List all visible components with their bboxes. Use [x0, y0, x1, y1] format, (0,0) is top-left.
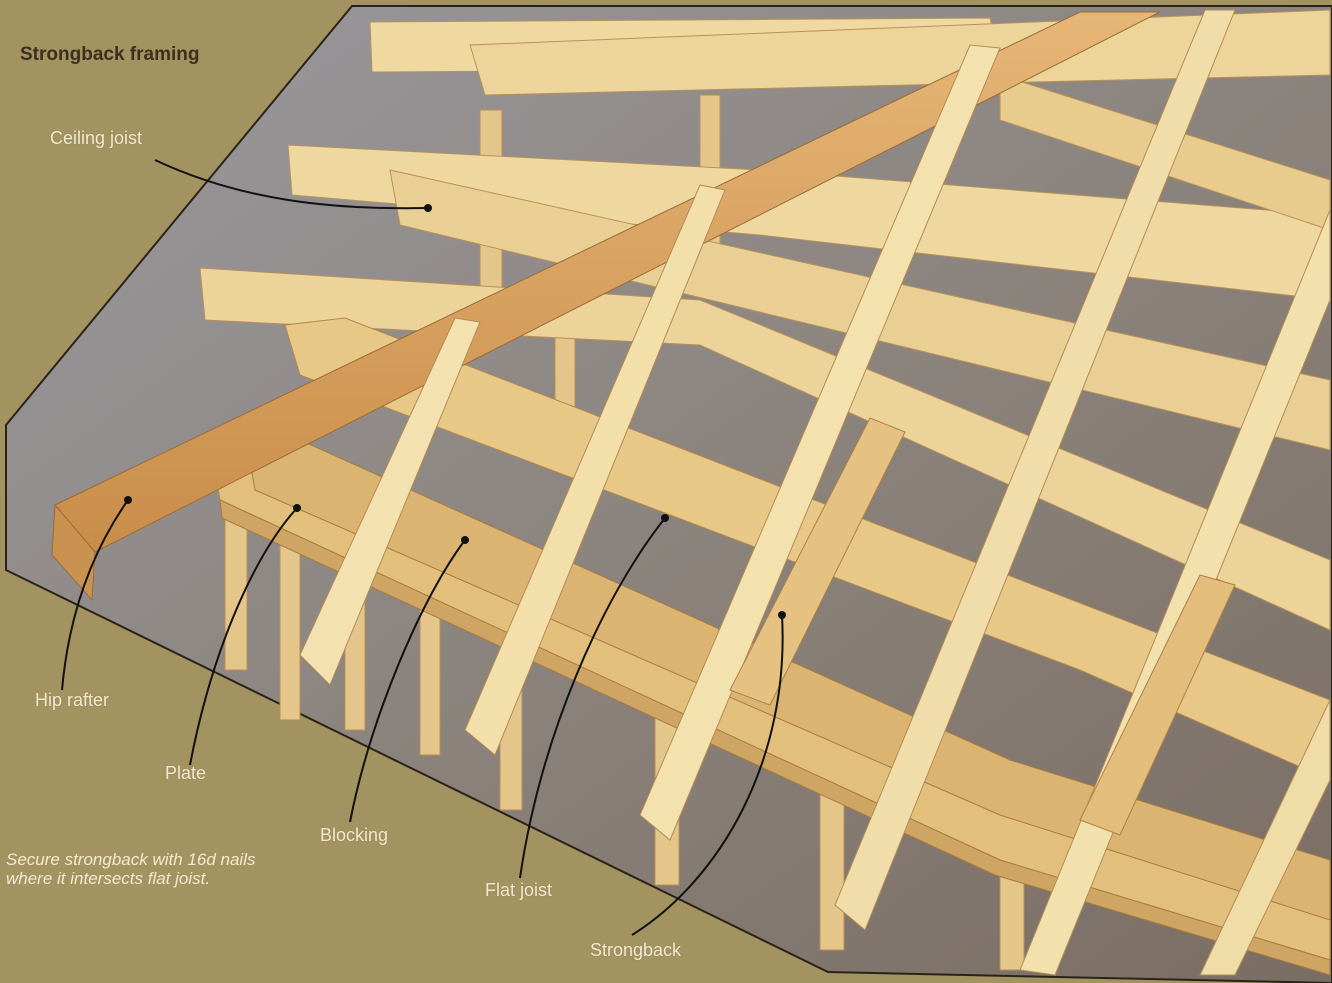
- leader-dot: [293, 504, 301, 512]
- instruction-note: Secure strongback with 16d nails where i…: [6, 850, 276, 888]
- label-strongback: Strongback: [590, 940, 681, 961]
- diagram-title: Strongback framing: [20, 44, 199, 66]
- leader-dot: [461, 536, 469, 544]
- label-blocking: Blocking: [320, 825, 388, 846]
- label-ceiling-joist: Ceiling joist: [50, 128, 142, 149]
- leader-dot: [124, 496, 132, 504]
- label-hip-rafter: Hip rafter: [35, 690, 109, 711]
- label-plate: Plate: [165, 763, 206, 784]
- leader-dot: [661, 514, 669, 522]
- label-flat-joist: Flat joist: [485, 880, 552, 901]
- leader-dot: [424, 204, 432, 212]
- leader-dot: [778, 611, 786, 619]
